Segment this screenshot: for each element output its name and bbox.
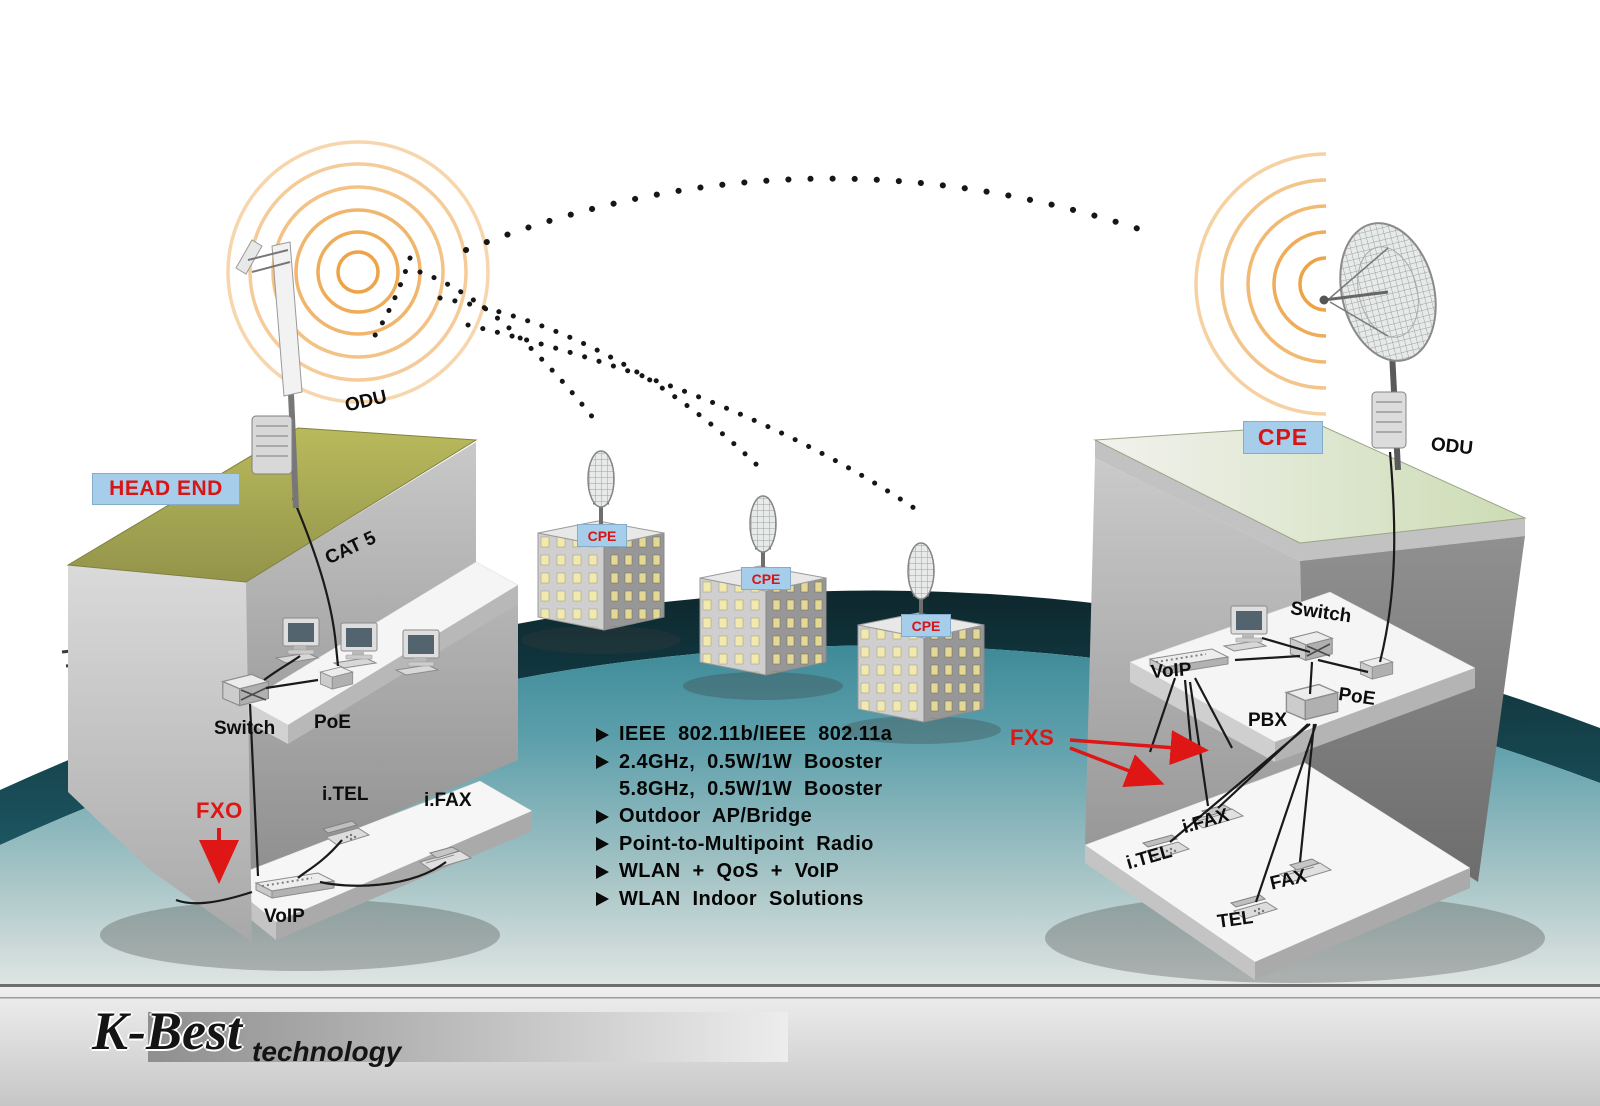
logo-bar (148, 1012, 788, 1062)
cpe-building-1 (521, 449, 681, 654)
bullet-arrow-icon (596, 755, 609, 770)
voip-right-label: VoIP (1150, 659, 1193, 683)
head-end-label: HEAD END (92, 473, 240, 505)
fxs-arrows (1069, 730, 1209, 787)
features-list: IEEE 802.11b/IEEE 802.11a 2.4GHz, 0.5W/1… (596, 721, 892, 913)
bullet-arrow-icon (596, 837, 609, 852)
dish-antenna-right (1319, 222, 1437, 471)
feature-item: 5.8GHz, 0.5W/1W Booster (619, 777, 883, 800)
fxs-label: FXS (1010, 725, 1055, 750)
bottom-band (0, 984, 1600, 1106)
switch-device-left (222, 673, 269, 707)
poe-left-label: PoE (314, 712, 351, 733)
cpe-building-2 (683, 494, 843, 700)
ifax-left-label: i.FAX (424, 790, 472, 811)
cpe-building-3 (841, 541, 1001, 744)
pbx-label: PBX (1248, 710, 1288, 731)
bullet-arrow-icon (596, 727, 609, 742)
fxo-label: FXO (196, 798, 243, 823)
cpe-label-3: CPE (901, 614, 951, 637)
signal-path-dots (369, 175, 1145, 515)
feature-item: IEEE 802.11b/IEEE 802.11a (596, 721, 892, 748)
cables-left (175, 497, 447, 905)
odu-antenna-left (235, 239, 303, 509)
radio-waves-left (226, 140, 490, 404)
feature-item: WLAN + QoS + VoIP (596, 858, 892, 885)
head-end-building (66, 427, 533, 971)
odu-unit-right (1371, 391, 1407, 449)
brand-subtitle: technology (252, 1036, 402, 1067)
voip-left-label: VoIP (264, 906, 305, 927)
switch-left-label: Switch (214, 718, 276, 739)
radio-waves-right (1194, 152, 1327, 416)
cpe-label-1: CPE (577, 524, 627, 547)
bullet-arrow-icon (596, 892, 609, 907)
odu-unit-left (251, 415, 293, 475)
feature-item: WLAN Indoor Solutions (596, 885, 892, 912)
itel-left-label: i.TEL (322, 784, 369, 805)
switch-device-right (1289, 631, 1333, 661)
feature-item: 2.4GHz, 0.5W/1W Booster (596, 748, 892, 775)
cpe-label-2: CPE (741, 567, 791, 590)
feature-item: Outdoor AP/Bridge (596, 803, 892, 830)
cpe-main-building (1045, 424, 1545, 983)
feature-item: Point-to-Multipoint Radio (596, 831, 892, 858)
cpe-main-label: CPE (1243, 421, 1323, 454)
odu-right-label: ODU (1429, 434, 1475, 460)
bullet-arrow-icon (596, 864, 609, 879)
brand-logo: K-Best (92, 1001, 243, 1061)
bullet-arrow-icon (596, 809, 609, 824)
